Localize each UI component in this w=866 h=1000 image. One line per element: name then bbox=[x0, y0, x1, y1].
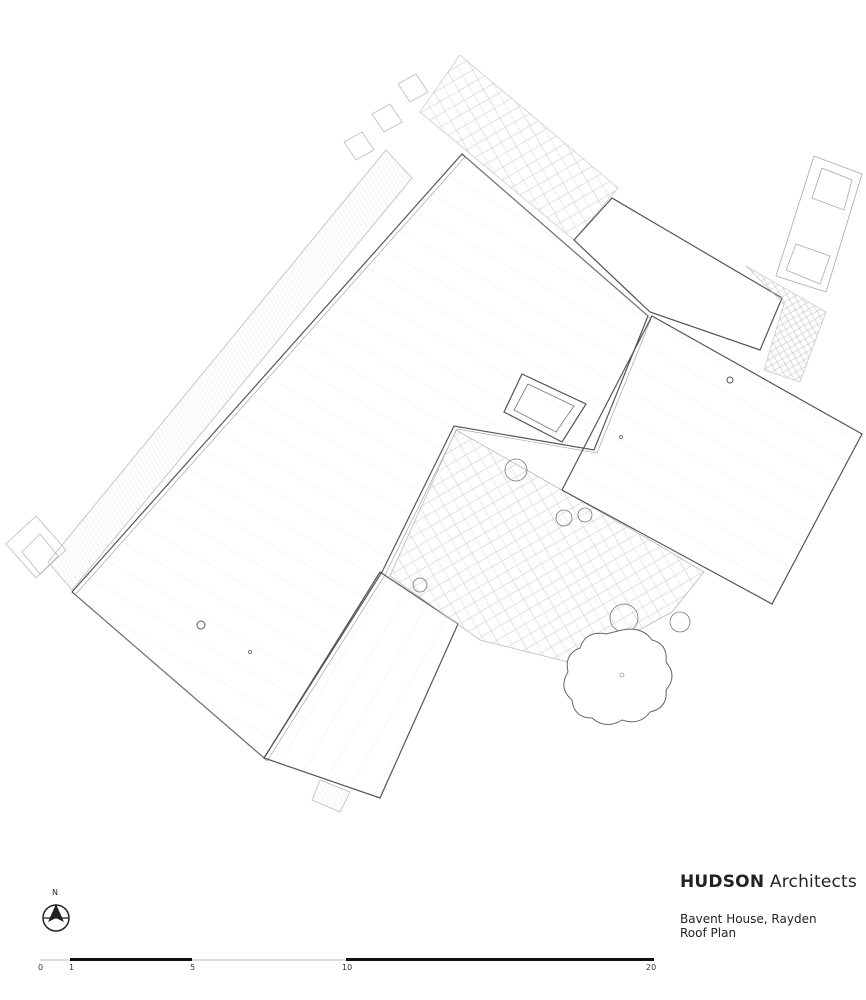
firm-name: HUDSON Architects bbox=[680, 872, 860, 892]
deck-south bbox=[311, 779, 351, 813]
south-roof-wing bbox=[263, 571, 459, 799]
roof-plan-drawing bbox=[5, 54, 863, 813]
firm-name-light: Architects bbox=[769, 872, 857, 892]
scale-label-0: 0 bbox=[38, 963, 44, 972]
large-tree-icon bbox=[563, 628, 673, 725]
project-info: Bavent House, Rayden Roof Plan bbox=[680, 912, 860, 940]
north-label: N bbox=[52, 888, 58, 897]
scale-label-1: 1 bbox=[69, 963, 75, 972]
firm-name-bold: HUDSON bbox=[680, 872, 765, 892]
scale-label-20: 20 bbox=[646, 963, 657, 972]
entry-landing bbox=[5, 515, 67, 579]
stepping-stones bbox=[343, 73, 429, 161]
car-icon bbox=[775, 155, 863, 293]
scale-label-10: 10 bbox=[342, 963, 353, 972]
cobble-driveway bbox=[745, 265, 827, 383]
scale-label-5: 5 bbox=[190, 963, 196, 972]
scale-bar bbox=[40, 958, 654, 961]
title-block: HUDSON Architects Bavent House, Rayden R… bbox=[680, 872, 860, 940]
project-name: Bavent House, Rayden bbox=[680, 912, 817, 926]
drawing-title: Roof Plan bbox=[680, 926, 737, 940]
east-roof-wing bbox=[561, 315, 863, 605]
deck-strip-west bbox=[47, 149, 413, 591]
shrubs bbox=[412, 458, 691, 633]
north-arrow-icon bbox=[42, 904, 70, 932]
skylight bbox=[503, 373, 587, 443]
garage-annex bbox=[573, 197, 783, 351]
